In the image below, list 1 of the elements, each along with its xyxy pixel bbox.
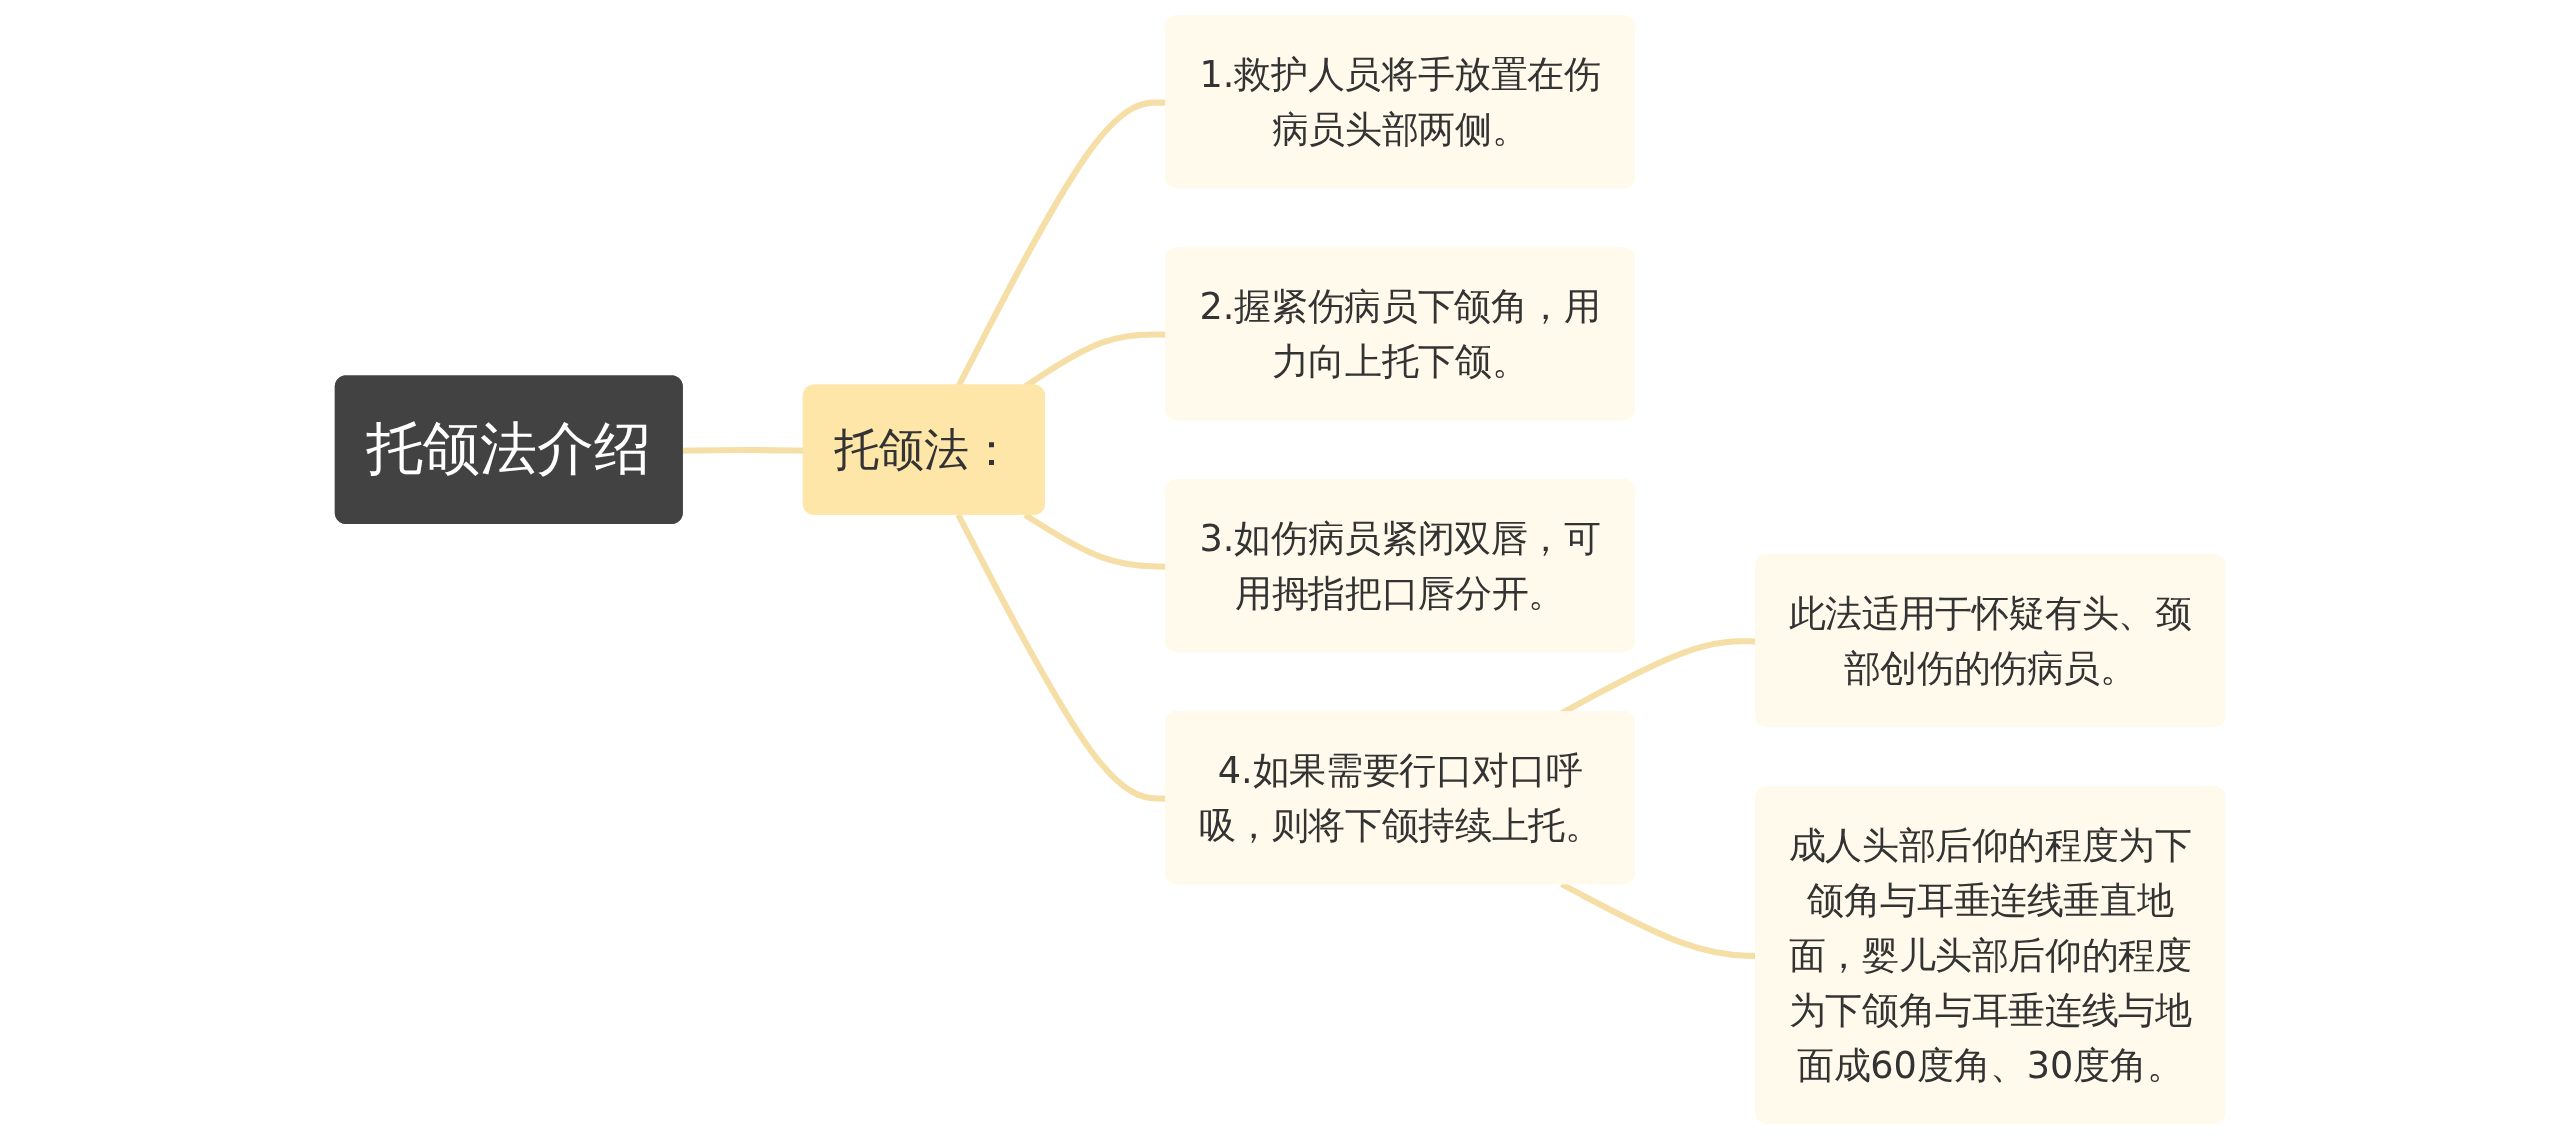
connector [1560, 881, 1758, 959]
